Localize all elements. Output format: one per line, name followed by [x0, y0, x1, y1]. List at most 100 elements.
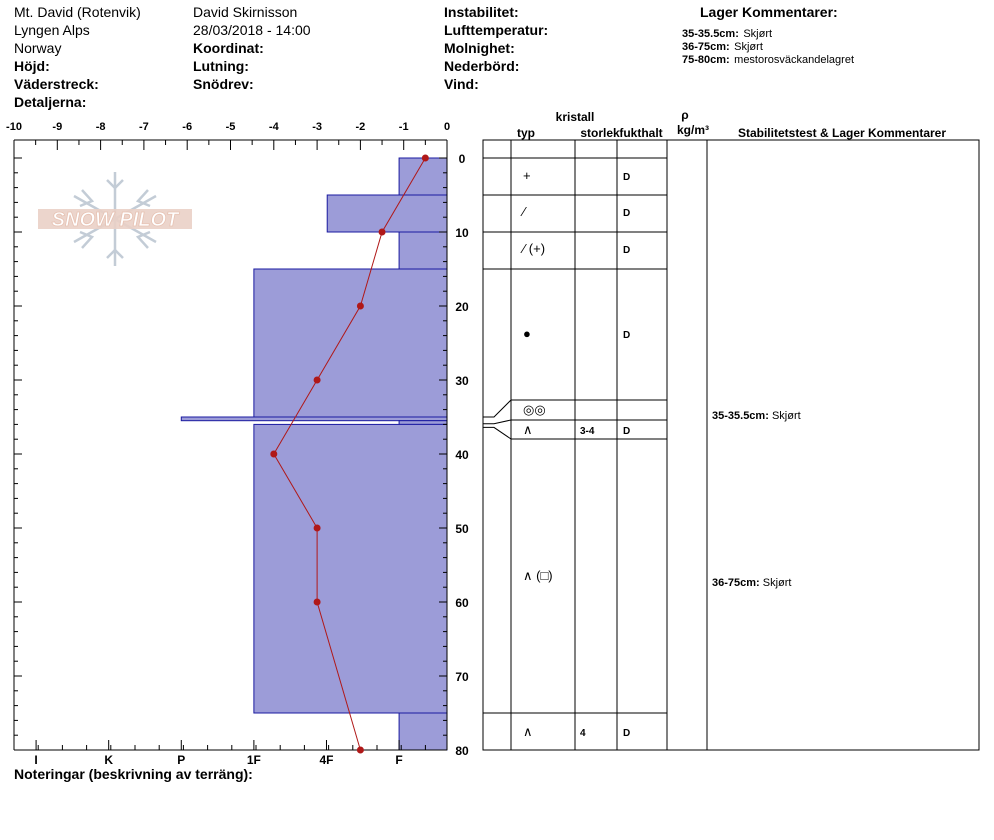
header-type: typ [517, 126, 535, 140]
temp-tick-label: -10 [6, 121, 22, 133]
layer-comment-3: 75-80cm: mestorosväckandelagret [682, 50, 854, 68]
hardness-bar [398, 712, 448, 751]
temp-tick-label: -3 [312, 121, 322, 133]
temperature-point [270, 450, 278, 458]
air-temp-label: Lufttemperatur: [444, 22, 549, 38]
stability-comment: 36-75cm: Skjørt [712, 577, 792, 589]
crystal-type-symbol: + [523, 168, 531, 183]
temp-tick-label: -7 [139, 121, 149, 133]
temperature-point [313, 376, 321, 384]
hardness-bar [398, 157, 448, 196]
crystal-type-symbol: ∧ [523, 422, 533, 437]
region-name: Lyngen Alps [14, 22, 90, 38]
layer-table-frame [482, 139, 980, 751]
depth-tick-label: 80 [455, 744, 469, 758]
moisture-value: D [623, 245, 630, 256]
temperature-point [313, 524, 321, 532]
layer-comment-range: 35-35.5cm: [682, 28, 739, 40]
temp-tick-label: -9 [52, 121, 62, 133]
hardness-bar [180, 416, 448, 422]
crystal-type-symbol: ◎◎ [523, 402, 546, 417]
hardness-tick-label: P [177, 753, 185, 767]
crystal-type-symbol: ∧ (□) [523, 568, 553, 583]
temperature-point [313, 598, 321, 606]
temperature-point [421, 154, 429, 162]
depth-tick-label: 20 [455, 300, 469, 314]
temperature-point [356, 302, 364, 310]
temp-tick-label: -6 [182, 121, 192, 133]
stability-comment-range: 36-75cm: [712, 577, 763, 589]
layer-connector [483, 399, 512, 418]
layer-comment-2: 36-75cm: Skjørt [682, 37, 763, 55]
moisture-value: D [623, 330, 630, 341]
temperature-line [273, 157, 426, 751]
temp-tick-label: -8 [96, 121, 106, 133]
hardness-bar [253, 268, 448, 418]
depth-tick-label: 0 [459, 152, 466, 166]
layer-comment-text: Skjørt [734, 41, 763, 53]
coordinate-label: Koordinat: [193, 40, 264, 56]
layer-connector [483, 426, 512, 440]
moisture-value: D [623, 728, 630, 739]
temp-tick-label: -1 [399, 121, 409, 133]
crystal-size: 3-4 [580, 426, 595, 437]
temp-tick-label: -2 [356, 121, 366, 133]
hardness-bar [326, 194, 448, 233]
location-name: Mt. David (Rotenvik) [14, 4, 141, 20]
temperature-point [356, 746, 364, 754]
country-name: Norway [14, 40, 62, 56]
layer-connector [483, 419, 512, 425]
wind-label: Vind: [444, 76, 479, 92]
depth-tick-label: 60 [455, 596, 469, 610]
crystal-type-symbol: ⁄ (+) [520, 241, 545, 256]
snowpilot-logo-text: SNOW PILOT [52, 209, 180, 231]
temp-tick-label: -5 [226, 121, 236, 133]
hardness-tick-label: K [104, 753, 113, 767]
temperature-point [378, 228, 386, 236]
precip-label: Nederbörd: [444, 58, 520, 74]
stability-comment-text: Skjørt [772, 410, 801, 422]
crystal-type-symbol: ● [523, 326, 531, 341]
crystal-type-symbol: ⁄ [520, 204, 527, 219]
slope-label: Lutning: [193, 58, 249, 74]
layer-comment-range: 36-75cm: [682, 41, 730, 53]
depth-tick-label: 30 [455, 374, 469, 388]
observation-datetime: 28/03/2018 - 14:00 [193, 22, 311, 38]
depth-tick-label: 40 [455, 448, 469, 462]
moisture-value: D [623, 208, 630, 219]
layer-comments-title: Lager Kommentarer: [700, 4, 838, 20]
aspect-label: Väderstreck: [14, 76, 99, 92]
header-rho: ρ [681, 108, 688, 122]
layer-comment-range: 75-80cm: [682, 54, 730, 66]
temp-tick-label: 0 [444, 121, 450, 133]
layer-comment-1: 35-35.5cm: Skjørt [682, 24, 772, 42]
hardness-tick-label: 4F [319, 753, 333, 767]
hardness-bar [253, 423, 448, 714]
hardness-tick-label: I [34, 753, 37, 767]
depth-tick-label: 70 [455, 670, 469, 684]
moisture-value: D [623, 172, 630, 183]
hardness-tick-label: F [395, 753, 402, 767]
hardness-bar [398, 420, 448, 425]
instability-label: Instabilitet: [444, 4, 519, 20]
details-label: Detaljerna: [14, 94, 87, 110]
header-crystal: kristall [556, 110, 595, 124]
header-stability: Stabilitetstest & Lager Kommentarer [738, 126, 946, 140]
layer-comment-text: Skjørt [743, 28, 773, 40]
observer-name: David Skirnisson [193, 4, 298, 20]
temp-tick-label: -4 [269, 121, 280, 133]
header-density-unit: kg/m³ [677, 123, 709, 137]
stability-comment-range: 35-35.5cm: [712, 410, 772, 422]
hardness-bar [398, 231, 448, 270]
sky-label: Molnighet: [444, 40, 515, 56]
moisture-value: D [623, 426, 630, 437]
stability-comment-text: Skjørt [763, 577, 792, 589]
stability-comment: 35-35.5cm: Skjørt [712, 410, 801, 422]
wind-loading-label: Snödrev: [193, 76, 254, 92]
crystal-size: 4 [580, 728, 586, 739]
header-moisture: fukthalt [619, 126, 662, 140]
hardness-tick-label: 1F [247, 753, 261, 767]
elevation-label: Höjd: [14, 58, 50, 74]
snowpilot-logo: SNOW PILOT [38, 172, 192, 266]
